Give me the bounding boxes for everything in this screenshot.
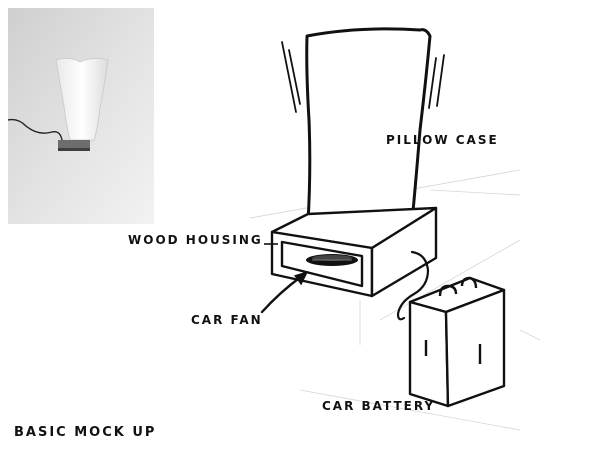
car-battery-label: CAR BATTERY: [322, 399, 436, 413]
wood-housing: [270, 206, 438, 298]
pillow-case-label: PILLOW CASE: [386, 133, 499, 147]
motion-lines: [281, 41, 445, 113]
mockup-title: BASIC MOCK UP: [14, 425, 157, 440]
car-fan: [306, 254, 358, 266]
prototype-photo: [8, 8, 154, 224]
fan-arrow: [260, 271, 309, 314]
car-fan-label: CAR FAN: [191, 313, 263, 327]
car-battery: [408, 276, 506, 408]
wood-housing-label: WOOD HOUSING: [128, 233, 263, 247]
pillow-case: [305, 27, 432, 230]
battery-cable: [396, 250, 430, 321]
